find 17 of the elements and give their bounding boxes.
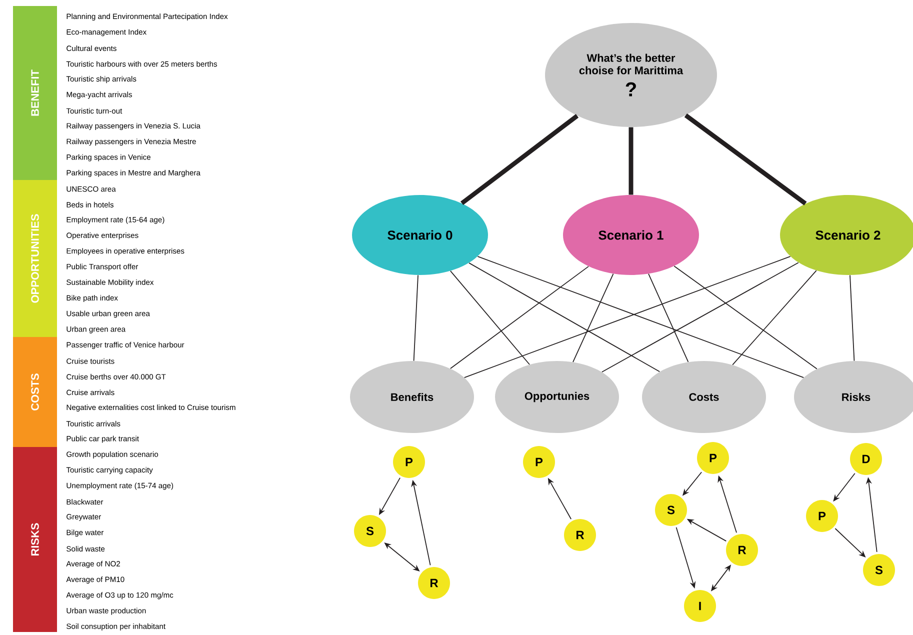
connector-line <box>460 114 579 206</box>
connector-line <box>413 274 418 362</box>
connector-line <box>450 270 530 365</box>
category-band: OPPORTUNITIES <box>13 180 57 337</box>
connector-line <box>674 266 818 370</box>
connector-line <box>684 114 807 206</box>
category-band: RISKS <box>13 447 57 632</box>
connector-line <box>572 273 614 362</box>
connector-line <box>850 274 855 362</box>
connector-line <box>648 273 689 362</box>
connector-line <box>628 127 634 195</box>
connector-line <box>732 270 817 366</box>
category-band: COSTS <box>13 337 57 447</box>
category-band: BENEFIT <box>13 6 57 180</box>
connector-line <box>468 262 660 372</box>
connector-line <box>602 262 799 372</box>
connector-line <box>450 266 589 369</box>
